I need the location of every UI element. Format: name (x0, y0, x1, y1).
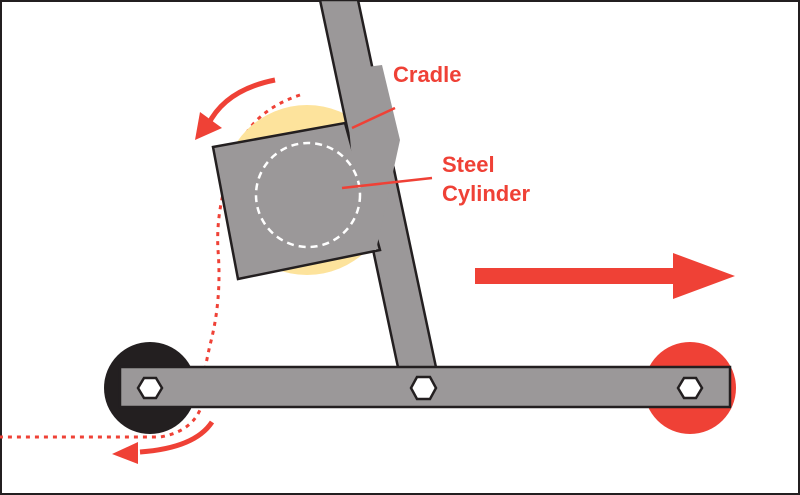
cradle-leader-line (351, 106, 396, 130)
steel-cylinder-label-line2: Cylinder (442, 181, 530, 206)
cylinder-leader-line (341, 176, 433, 190)
trace-path-dotted (0, 93, 301, 439)
center-bolt (409, 375, 438, 401)
cradle-plate (211, 121, 382, 281)
left-bolt (136, 376, 164, 400)
right-bolt (676, 376, 704, 400)
rotation-arrow-top-icon (195, 77, 276, 140)
cradle-label: Cradle (393, 62, 461, 87)
motion-arrow-icon (475, 253, 735, 299)
steel-cylinder-outline (254, 141, 362, 249)
steel-cylinder-label-line1: Steel (442, 152, 495, 177)
rotation-arrow-bottom-icon (112, 420, 215, 464)
